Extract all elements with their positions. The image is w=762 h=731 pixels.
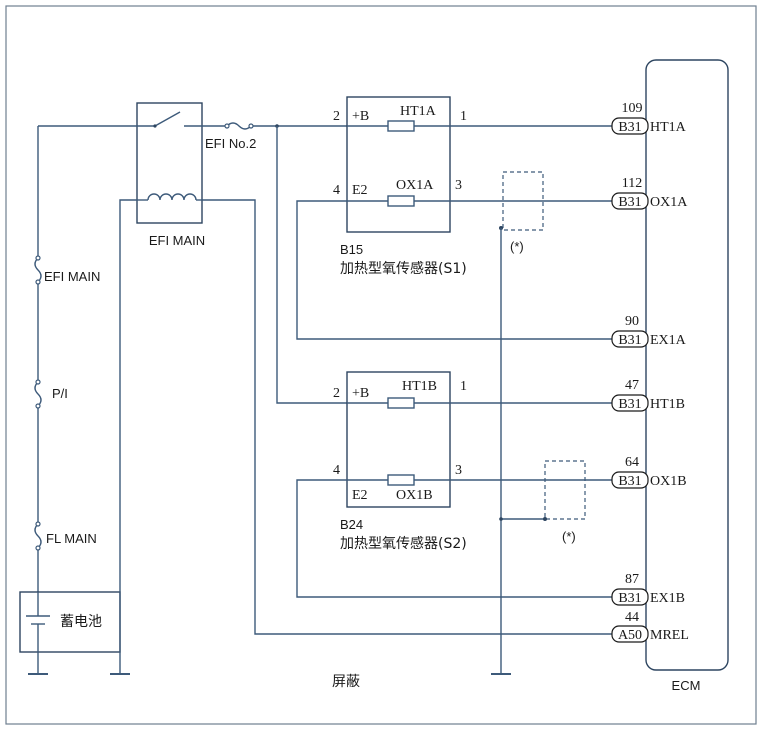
ecm-signal: OX1B xyxy=(650,474,687,489)
fuse-fl-main-label: FL MAIN xyxy=(46,531,97,546)
sensor1-e2-label: E2 xyxy=(352,183,368,198)
sensor1-heater-icon xyxy=(347,120,450,132)
wire-ex1a xyxy=(296,200,612,340)
relay-switch xyxy=(137,111,202,128)
ecm-terminal: 47 B31 HT1B xyxy=(611,378,685,412)
sensor2-pin3: 3 xyxy=(455,463,462,478)
sensor2-heater-icon xyxy=(347,397,450,409)
sensor2-pin-b-label: +B xyxy=(352,386,369,401)
wire-coil-ground xyxy=(119,199,137,674)
fuse-efi-no2-label: EFI No.2 xyxy=(205,136,256,151)
shield1-mark: (*) xyxy=(510,239,524,254)
fuse-pi-icon xyxy=(34,379,42,409)
sensor2-e2-label: E2 xyxy=(352,488,368,503)
fuse-efi-main-label: EFI MAIN xyxy=(44,269,100,284)
shield-ground-junction xyxy=(499,517,503,521)
wire-to-sensor2-b xyxy=(276,126,347,404)
wire-mrel xyxy=(202,199,612,635)
shield2-mark: (*) xyxy=(562,529,576,544)
ecm-block xyxy=(645,59,729,671)
sensor1-pin4: 4 xyxy=(333,183,340,198)
sensor1-element-icon xyxy=(347,195,450,207)
ecm-signal: HT1B xyxy=(650,397,685,412)
sensor1-box xyxy=(346,96,451,233)
ecm-pin-number: 109 xyxy=(622,101,643,116)
sensor2-element-icon xyxy=(347,474,450,486)
frame xyxy=(5,5,757,725)
ecm-connector: B31 xyxy=(618,474,641,489)
shield2-box xyxy=(544,460,586,520)
shield-label: 屏蔽 xyxy=(332,674,360,690)
battery-icon xyxy=(26,592,50,675)
ecm-connector-badge xyxy=(611,394,649,412)
sensor2-pin1: 1 xyxy=(460,379,467,394)
ecm-terminal: 64 B31 OX1B xyxy=(611,455,687,489)
ecm-label: ECM xyxy=(672,678,701,693)
ecm-connector-badge xyxy=(611,625,649,643)
ecm-signal: EX1B xyxy=(650,591,685,606)
sensor1-pin2: 2 xyxy=(333,109,340,124)
sensor1-name: 加热型氧传感器(S1) xyxy=(340,260,467,277)
sensor2-pin4: 4 xyxy=(333,463,340,478)
ecm-connector: B31 xyxy=(618,120,641,135)
sensor1-ox-label: OX1A xyxy=(396,178,434,193)
ecm-connector: B31 xyxy=(618,397,641,412)
ecm-terminal: 90 B31 EX1A xyxy=(611,314,687,348)
sensor2-box xyxy=(346,371,451,508)
ecm-signal: MREL xyxy=(650,628,689,643)
ecm-connector-badge xyxy=(611,330,649,348)
ecm-terminal: 44 A50 MREL xyxy=(611,610,689,643)
relay-coil-icon xyxy=(137,193,202,201)
ecm-terminal: 87 B31 EX1B xyxy=(611,572,685,606)
ecm-connector-badge xyxy=(611,117,649,135)
ecm-pin-number: 47 xyxy=(625,378,639,393)
relay-label: EFI MAIN xyxy=(149,233,205,248)
ecm-connector: B31 xyxy=(618,195,641,210)
ecm-signal: EX1A xyxy=(650,333,687,348)
battery-label: 蓄电池 xyxy=(60,614,102,630)
sensor1-code: B15 xyxy=(340,242,363,257)
shield2-junction xyxy=(543,517,547,521)
ecm-connector-badge xyxy=(611,471,649,489)
ecm-terminal: 112 B31 OX1A xyxy=(611,176,688,210)
ecm-pin-number: 90 xyxy=(625,314,639,329)
fuse-efi-no2-icon xyxy=(224,122,254,130)
sensor2-ht-label: HT1B xyxy=(402,379,437,394)
ecm-pin-number: 112 xyxy=(622,176,642,191)
ecm-pin-number: 64 xyxy=(625,455,639,470)
ecm-connector-badge xyxy=(611,588,649,606)
fuse-fl-main-icon xyxy=(34,521,42,551)
ecm-connector: B31 xyxy=(618,591,641,606)
sensor2-code: B24 xyxy=(340,517,363,532)
fuse-pi-label: P/I xyxy=(52,386,68,401)
fuse-efi-main-icon xyxy=(34,255,42,285)
ecm-terminal: 109 B31 HT1A xyxy=(611,101,687,135)
sensor1-pin-b-label: +B xyxy=(352,109,369,124)
sensor2-pin2: 2 xyxy=(333,386,340,401)
sensor2-ox-label: OX1B xyxy=(396,488,433,503)
sensor1-pin1: 1 xyxy=(460,109,467,124)
ecm-signal: OX1A xyxy=(650,195,688,210)
wire-ex1b xyxy=(296,479,612,598)
ecm-pin-number: 87 xyxy=(625,572,639,587)
relay-box xyxy=(136,102,203,224)
ecm-signal: HT1A xyxy=(650,120,687,135)
ecm-pin-number: 44 xyxy=(625,610,639,625)
ecm-connector-badge xyxy=(611,192,649,210)
sensor1-ht-label: HT1A xyxy=(400,104,437,119)
ecm-connector: A50 xyxy=(618,628,642,643)
sensor1-pin3: 3 xyxy=(455,178,462,193)
sensor2-name: 加热型氧传感器(S2) xyxy=(340,535,467,552)
ecm-connector: B31 xyxy=(618,333,641,348)
